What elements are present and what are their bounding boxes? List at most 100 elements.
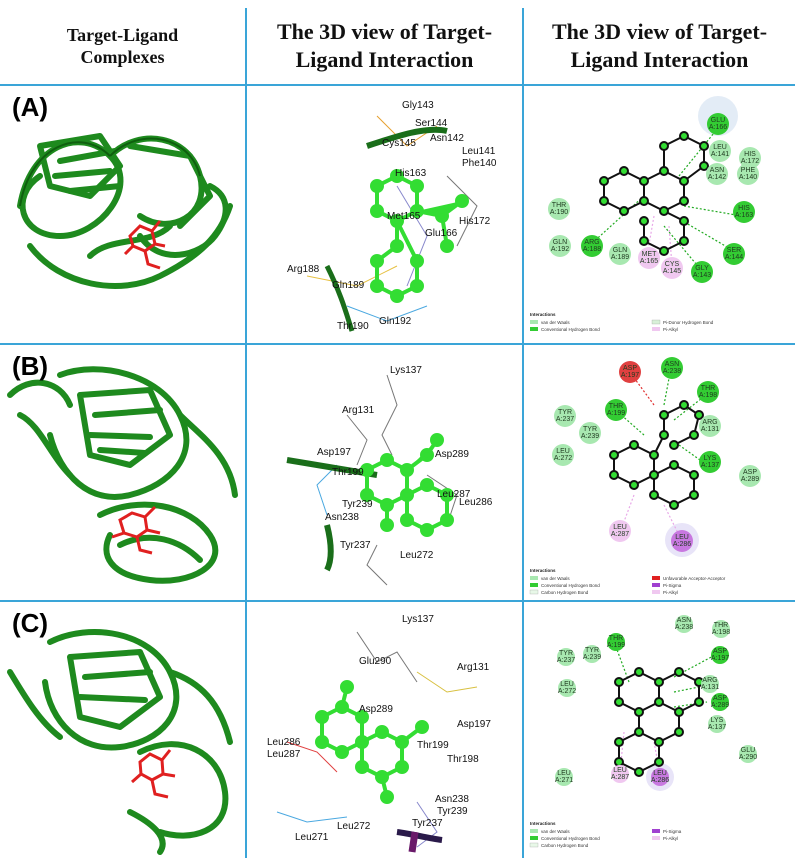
residue-label-3d: Asp289 xyxy=(435,449,469,460)
header-line: Complexes xyxy=(80,47,165,67)
residue-label: A:239 xyxy=(583,654,601,661)
residue-label: A:192 xyxy=(551,246,569,253)
residue-label: Conventional Hydrogen Bond xyxy=(541,836,600,841)
residue-label: A:286 xyxy=(673,541,691,548)
residue-label: ARG xyxy=(702,677,717,684)
residue-label: Interactions xyxy=(530,312,556,317)
protein-complex-a xyxy=(17,133,233,289)
interaction-2d-a: GLU A:166 HIS A:172 LEU A:141 ASN A:142 … xyxy=(530,96,761,332)
header-line: Ligand Interaction xyxy=(295,47,474,72)
row-divider xyxy=(0,343,795,345)
residue-label-3d: Thr198 xyxy=(447,754,479,765)
row-label-b: (B) xyxy=(12,351,49,381)
row-label-c: (C) xyxy=(12,608,49,638)
residue-label: ASN xyxy=(710,167,724,174)
residue-label: A:144 xyxy=(725,254,743,261)
residue-label-3d: Met165 xyxy=(387,211,421,222)
legend-c: Interactions van der Waals Conventional … xyxy=(529,821,682,848)
residue-label-3d: Leu287 xyxy=(437,489,471,500)
residue-label: TYR xyxy=(585,647,599,654)
residue-label: LEU xyxy=(653,770,667,777)
residue-label: LEU xyxy=(713,144,727,151)
residue-label: A:289 xyxy=(711,702,729,709)
residue-label-3d: Tyr239 xyxy=(437,806,468,817)
header-3d-view-2: The 3D view of Target- Ligand Interactio… xyxy=(524,8,795,84)
residue-label: A:238 xyxy=(675,624,693,631)
interaction-2d-c: ASN A:238 THR A:198 THR A:199 TYR A:237 … xyxy=(529,615,757,848)
residue-label: A:287 xyxy=(611,531,629,538)
residue-label: A:289 xyxy=(741,476,759,483)
residue-label: A:140 xyxy=(739,174,757,181)
residue-label: Conventional Hydrogen Bond xyxy=(541,583,600,588)
residue-label: THR xyxy=(552,202,566,209)
residue-label: A:197 xyxy=(621,372,639,379)
residue-label: A:172 xyxy=(741,158,759,165)
residue-label: A:188 xyxy=(583,246,601,253)
residue-label-3d: Glu290 xyxy=(359,656,392,667)
ligand-2d-a xyxy=(599,131,709,256)
residue-label-3d: Tyr239 xyxy=(342,499,373,510)
residue-label: SER xyxy=(727,247,741,254)
residue-label: A:237 xyxy=(556,416,574,423)
column-divider xyxy=(245,8,247,858)
row-divider xyxy=(0,600,795,602)
residue-label: Conventional Hydrogen Bond xyxy=(541,327,600,332)
residue-label-3d: Gly143 xyxy=(402,100,434,111)
header-line: Ligand Interaction xyxy=(570,47,749,72)
residue-label: THR xyxy=(714,622,728,629)
residue-label: Pi-Donor Hydrogen Bond xyxy=(663,320,714,325)
residue-label: A:141 xyxy=(711,151,729,158)
residue-label-3d: Leu286 xyxy=(459,497,493,508)
residue-label: van der Waals xyxy=(541,320,570,325)
residue-label-3d: Asn238 xyxy=(325,512,359,523)
residue-label-3d: Asp289 xyxy=(359,704,393,715)
header-line: The 3D view of Target- xyxy=(551,19,768,44)
residue-label: A:190 xyxy=(550,209,568,216)
column-divider xyxy=(522,8,524,858)
residue-label-3d: Lys137 xyxy=(402,614,434,625)
residue-label: TYR xyxy=(583,426,597,433)
residue-label: LEU xyxy=(613,524,627,531)
residue-label: ASP xyxy=(743,469,757,476)
legend-a: Interactions van der Waals Conventional … xyxy=(530,312,714,332)
residue-label: Pi-Alkyl xyxy=(663,327,678,332)
residue-label: A:163 xyxy=(735,212,753,219)
ligand-a xyxy=(123,220,166,270)
residue-label: TYR xyxy=(558,409,572,416)
residue-label: A:165 xyxy=(640,258,658,265)
residue-label-3d: Thr199 xyxy=(417,740,449,751)
residue-label: van der Waals xyxy=(541,829,570,834)
interaction-3d-a: Gly143 Ser144 Asn142 Cys145 Leu141 Phe14… xyxy=(287,100,497,332)
residue-label: HIS xyxy=(744,151,756,158)
residue-label: Interactions xyxy=(530,568,556,573)
residue-label-3d: Gln192 xyxy=(379,316,412,327)
residue-label: A:198 xyxy=(699,392,717,399)
ligand-b xyxy=(111,505,161,555)
ligand-sticks-b xyxy=(360,433,454,537)
residue-label-3d: Cys145 xyxy=(382,138,416,149)
residue-label: MET xyxy=(642,251,658,258)
residue-label: A:143 xyxy=(693,272,711,279)
residue-label: GLU xyxy=(741,747,755,754)
residue-label: A:237 xyxy=(557,657,575,664)
residue-label-3d: Tyr237 xyxy=(412,818,443,829)
residue-label: LEU xyxy=(556,448,570,455)
ligand-2d-b xyxy=(609,400,704,510)
residue-label: LEU xyxy=(557,770,571,777)
residue-label: A:239 xyxy=(581,433,599,440)
residue-label-3d: Gln189 xyxy=(332,280,365,291)
header-3d-view-1: The 3D view of Target- Ligand Interactio… xyxy=(247,8,522,84)
legend-b: Interactions van der Waals Conventional … xyxy=(529,568,726,595)
residue-label-3d: Leu271 xyxy=(295,832,329,843)
residue-bubbles-c: ASN A:238 THR A:198 THR A:199 TYR A:237 … xyxy=(555,615,757,786)
residue-label: GLY xyxy=(695,265,709,272)
residue-label: A:287 xyxy=(611,774,629,781)
residue-label: LEU xyxy=(613,767,627,774)
residue-label: A:131 xyxy=(701,426,719,433)
residue-label: HIS xyxy=(738,205,750,212)
residue-label-3d: Asp197 xyxy=(317,447,351,458)
ligand-sticks-c xyxy=(315,680,429,804)
residue-label: Pi-Alkyl xyxy=(663,590,678,595)
residue-label: A:272 xyxy=(558,688,576,695)
header-line: Target-Ligand xyxy=(66,25,179,45)
